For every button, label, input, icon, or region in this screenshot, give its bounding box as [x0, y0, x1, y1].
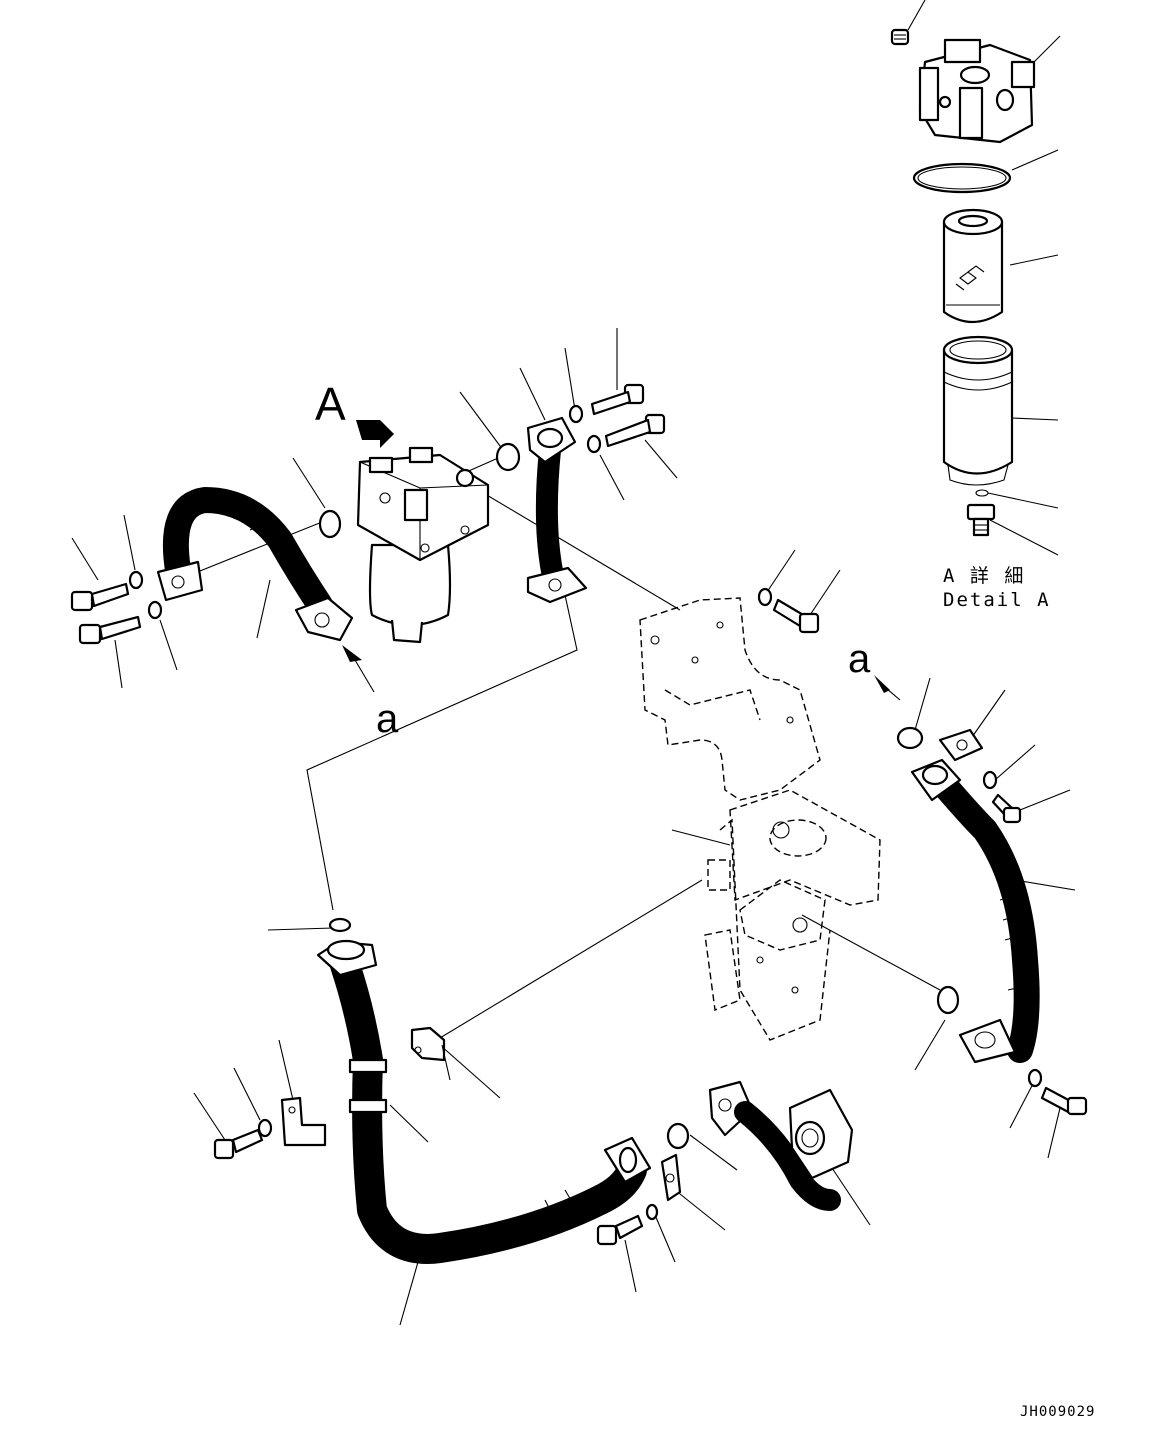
washer-left-1-icon — [128, 570, 144, 590]
small-o-ring-icon — [975, 489, 989, 497]
o-ring-right-top-icon — [896, 726, 924, 750]
pipe-a-arrow-upper-icon — [342, 645, 362, 662]
bolt-right-2-icon — [1040, 1086, 1088, 1116]
drawing-code: JH009029 — [1020, 1404, 1095, 1420]
washer-left-2-icon — [147, 600, 163, 620]
filter-case-icon — [942, 335, 1014, 486]
split-flange-right-icon — [938, 728, 984, 762]
bolt-bracket-icon — [772, 598, 820, 634]
washer-lower-center-icon — [645, 1203, 659, 1221]
washer-bracket-icon — [757, 587, 773, 607]
washer-lower-left-icon — [257, 1118, 273, 1138]
o-ring-lower-left-icon — [328, 917, 352, 933]
pipe-a-label-upper: a — [376, 697, 399, 741]
split-flange-lower-icon — [660, 1153, 682, 1202]
bolt-center-2-icon — [604, 413, 666, 448]
drain-plug-icon — [966, 503, 996, 537]
left-upper-pipe-icon — [156, 487, 354, 642]
bolt-right-1-icon — [991, 793, 1022, 824]
bolt-lower-left-icon — [213, 1128, 264, 1160]
detail-title-jp: A 詳 細 — [943, 565, 1025, 587]
filter-element-icon — [942, 208, 1004, 323]
mounting-bracket-frame-icon — [639, 597, 881, 1041]
elbow-fitting-icon — [708, 1080, 854, 1211]
detail-title-en: Detail A — [943, 589, 1051, 611]
lower-hose-icon — [316, 939, 652, 1264]
hose-bracket-left-icon — [280, 1096, 327, 1147]
filter-head-icon — [918, 38, 1036, 144]
bolt-left-1-icon — [70, 582, 130, 612]
view-direction-arrow-icon — [356, 414, 394, 448]
washer-right-2-icon — [1027, 1068, 1043, 1088]
hose-clamp-icon — [410, 1026, 451, 1081]
view-a-label: A — [315, 378, 346, 430]
bolt-lower-center-icon — [596, 1214, 644, 1246]
washer-right-1-icon — [982, 770, 998, 790]
center-outlet-pipe-icon — [526, 416, 588, 604]
bolt-center-1-icon — [590, 383, 645, 416]
detail-a-filter-assembly: A 詳 細 Detail A — [890, 28, 1051, 611]
o-ring-lower-center-icon — [666, 1122, 690, 1150]
o-ring-icon — [912, 162, 1012, 194]
o-ring-right-lower-icon — [936, 985, 960, 1015]
hydraulic-filter-icon — [356, 446, 490, 644]
washer-center-2-icon — [586, 434, 602, 454]
o-ring-filter-right — [495, 442, 521, 472]
pipe-a-label-right: a — [848, 637, 871, 681]
o-ring-filter-left — [318, 509, 342, 539]
bolt-left-2-icon — [78, 615, 142, 645]
right-hose-icon — [910, 758, 1040, 1064]
plug-icon — [890, 28, 910, 46]
washer-center-1-icon — [568, 404, 584, 424]
leader-lines — [71, 0, 1076, 1326]
